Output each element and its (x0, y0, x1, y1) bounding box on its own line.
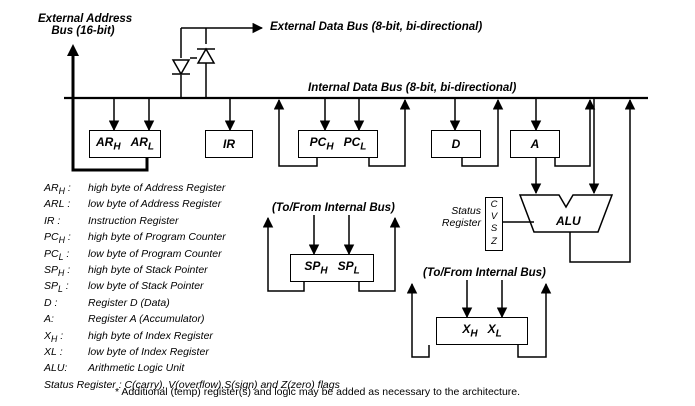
flag-v: V (490, 211, 498, 223)
flag-z: Z (491, 235, 497, 247)
external-address-bus-label-line1: External Address (38, 13, 133, 25)
legend-key: PCH : (44, 231, 71, 246)
legend-desc: Instruction Register (88, 214, 179, 227)
index-register: XH XL (436, 317, 528, 345)
register-arh: ARH (95, 135, 121, 153)
legend-key: A: (44, 313, 54, 326)
legend-row: D : Register D (Data) (44, 297, 340, 313)
register-pcl: PCL (343, 135, 367, 153)
legend-key: ARH : (44, 182, 71, 197)
legend-key: SPH : (44, 263, 71, 279)
internal-data-bus-label: Internal Data Bus (8-bit, bi-directional… (308, 82, 517, 94)
legend-status-register: Status Register : C(carry), V(overflow),… (44, 379, 340, 392)
alu-label: ALU (556, 214, 581, 228)
status-register-label-line1: Status (451, 205, 481, 217)
address-register: ARH ARL (89, 130, 161, 158)
register-a: A (510, 130, 560, 158)
register-a-label: A (530, 137, 540, 151)
legend-desc: Arithmetic Logic Unit (88, 362, 185, 375)
legend-key: ALU: (44, 362, 68, 375)
external-address-bus-label: External Address Bus (16-bit) (38, 13, 133, 37)
legend-key: XH : (44, 329, 64, 344)
legend-desc: high byte of Stack Pointer (88, 263, 208, 276)
legend-key: ARL : (44, 198, 71, 211)
legend-key: PCL : (44, 247, 70, 262)
legend-row: ALU: Arithmetic Logic Unit (44, 362, 340, 378)
legend-key: D : (44, 296, 58, 309)
legend-row: ARL : low byte of Address Register (44, 198, 340, 214)
legend-key: IR : (44, 214, 61, 227)
legend-key: SPL : (44, 280, 69, 295)
alu-shape (518, 194, 614, 233)
legend-desc: Register D (Data) (88, 296, 170, 309)
external-data-bus-label: External Data Bus (8-bit, bi-directional… (270, 21, 483, 33)
legend-desc: high byte of Index Register (88, 329, 213, 342)
buffer-out-icon (196, 47, 216, 64)
legend-desc: high byte of Address Register (88, 182, 226, 194)
legend-row: XH : high byte of Index Register (44, 330, 340, 346)
buffer-in-icon (171, 59, 191, 76)
flag-s: S (490, 223, 498, 235)
status-register: C V S Z (485, 197, 503, 251)
legend-key: XL : (44, 345, 63, 358)
register-d: D (431, 130, 481, 158)
external-address-bus (71, 52, 149, 172)
register-ir-label: IR (223, 137, 235, 151)
register-d-label: D (451, 137, 461, 151)
legend-row: SPH : high byte of Stack Pointer (44, 264, 340, 280)
register-ir: IR (205, 130, 253, 158)
legend-row: IR : Instruction Register (44, 215, 340, 231)
legend-desc: low byte of Program Counter (88, 247, 222, 260)
register-sph: SPH (304, 259, 328, 277)
to-from-bus-label-sp: (To/From Internal Bus) (272, 202, 395, 214)
to-from-bus-label-x: (To/From Internal Bus) (423, 267, 546, 279)
register-spl: SPL (337, 259, 360, 277)
legend-desc: low byte of Stack Pointer (88, 280, 204, 293)
legend-row: SPL : low byte of Stack Pointer (44, 280, 340, 296)
status-register-label: Status Register (441, 205, 481, 229)
register-arl: ARL (130, 135, 155, 153)
status-register-label-line2: Register (441, 217, 481, 229)
flag-c: C (490, 199, 498, 210)
external-address-bus-label-line2: Bus (16-bit) (51, 25, 115, 37)
program-counter: PCH PCL (298, 130, 378, 158)
legend-desc: Register A (Accumulator) (88, 313, 205, 326)
legend-row: ARH : high byte of Address Register (44, 182, 340, 198)
register-xh: XH (462, 322, 478, 340)
legend-desc: low byte of Address Register (88, 198, 222, 211)
footnote: * Additional (temp) register(s) and logi… (115, 386, 521, 398)
register-xl: XL (487, 322, 502, 340)
legend-status-register-text: Status Register : C(carry), V(overflow),… (44, 378, 340, 391)
register-pch: PCH (309, 135, 334, 153)
legend-row: PCH : high byte of Program Counter (44, 231, 340, 247)
legend-desc: high byte of Program Counter (88, 231, 226, 244)
legend-row: PCL : low byte of Program Counter (44, 248, 340, 264)
legend-row: XL : low byte of Index Register (44, 346, 340, 362)
legend-desc: low byte of Index Register (88, 345, 209, 358)
stack-pointer: SPH SPL (290, 254, 374, 282)
legend-row: A: Register A (Accumulator) (44, 313, 340, 329)
